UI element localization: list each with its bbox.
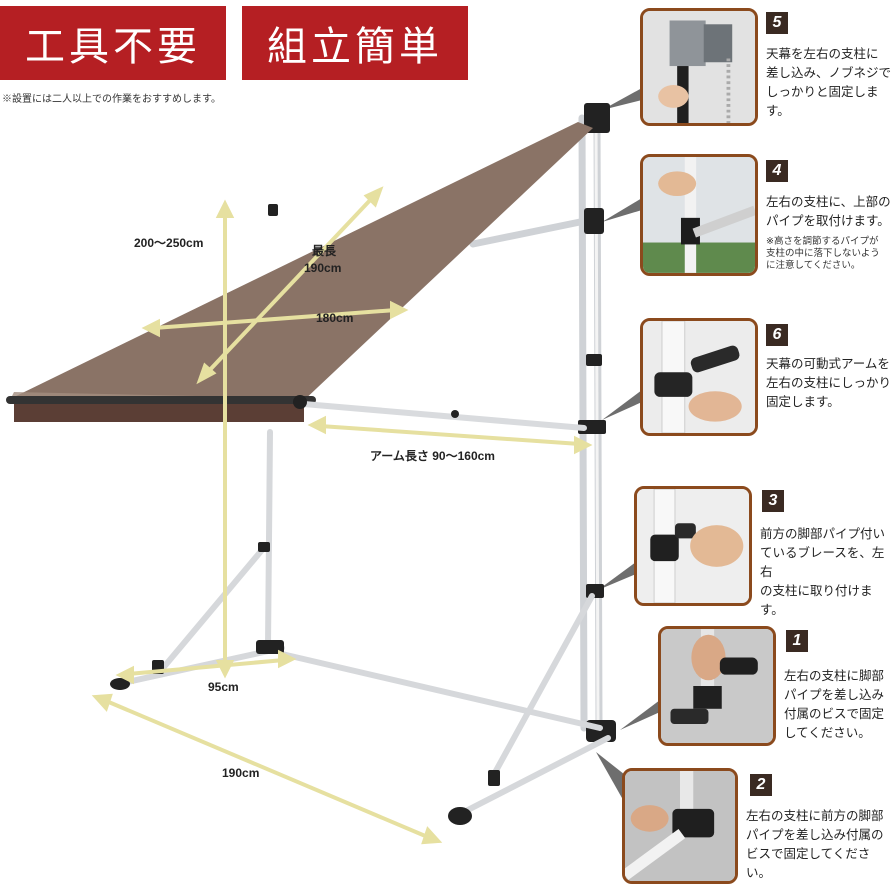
step-6-photo — [640, 318, 758, 436]
max-length-value: 190cm — [304, 261, 342, 275]
step-3-text: 前方の脚部パイプ付いているブレースを、左右の支柱に取り付けます。 — [760, 526, 886, 617]
step-4-photo — [640, 154, 758, 276]
width-dimension: 180cm — [316, 311, 354, 325]
step-3-photo — [634, 486, 752, 606]
pipe-photo-icon — [643, 157, 755, 273]
banner-no-tools: 工具不要 — [0, 6, 226, 80]
step-2-photo — [622, 768, 738, 884]
step-6-number: 6 — [766, 324, 788, 346]
assembly-note: ※設置には二人以上での作業をおすすめします。 — [2, 94, 221, 105]
front-leg-photo-icon — [625, 771, 735, 881]
step-6-text: 天幕の可動式アームを左右の支柱にしっかり固定します。 — [766, 356, 892, 409]
front-frame — [115, 429, 611, 817]
step-5-photo — [640, 8, 758, 126]
step-2-text: 左右の支柱に前方の脚部パイプを差し込み付属のビスで固定してください。 — [746, 808, 884, 880]
awning-arm — [301, 401, 587, 431]
max-length-label: 最長 — [312, 244, 337, 258]
bracket-photo-icon — [643, 11, 755, 123]
depth-dimension: 95cm — [208, 680, 239, 694]
brace-photo-icon — [637, 489, 749, 603]
step-3-number: 3 — [762, 490, 784, 512]
height-dimension: 200〜250cm — [134, 236, 204, 250]
step-1-text: 左右の支柱に脚部パイプを差し込み付属のビスで固定してください。 — [784, 668, 885, 740]
step-4-text: 左右の支柱に、上部のパイプを取付けます。 — [766, 194, 891, 228]
step-4-number: 4 — [766, 160, 788, 182]
leg-pipe-photo-icon — [661, 629, 773, 743]
step-4-caution: ※高さを調節するパイプが支柱の中に落下しないように注意してください。 — [766, 236, 880, 271]
foot-caps — [110, 542, 500, 825]
banner-easy-assembly: 組立簡単 — [242, 6, 468, 80]
step-1-number: 1 — [786, 630, 808, 652]
step-5-text: 天幕を左右の支柱に差し込み、ノブネジでしっかりと固定します。 — [766, 46, 892, 118]
step-5-number: 5 — [766, 12, 788, 34]
arm-length-dimension: アーム長さ 90〜160cm — [370, 449, 495, 463]
awning-fabric — [12, 122, 593, 404]
base-width-dimension: 190cm — [222, 766, 260, 780]
arm-clamp-photo-icon — [643, 321, 755, 433]
measurement-lines — [91, 186, 593, 845]
step-1-photo — [658, 626, 776, 746]
step-2-number: 2 — [750, 774, 772, 796]
